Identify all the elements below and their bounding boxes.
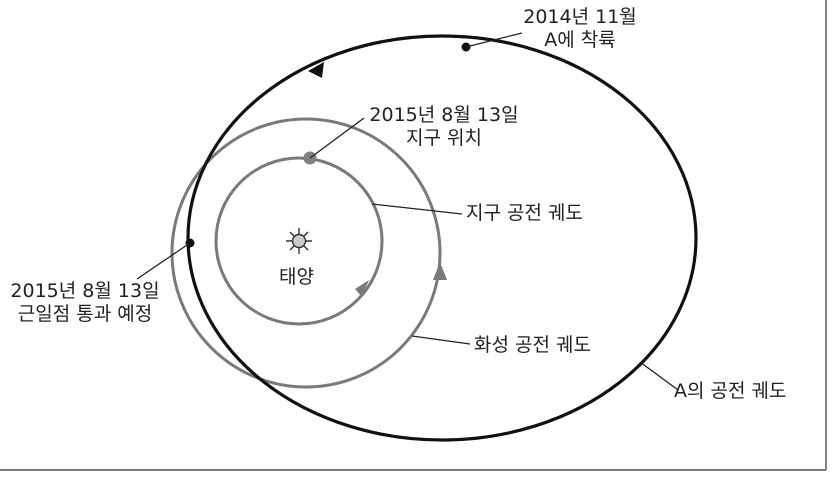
earth-position-label-line1: 2015년 8월 13일 bbox=[369, 104, 519, 126]
comet-orbit-arrow bbox=[308, 62, 324, 78]
perihelion-label-line2: 근일점 통과 예정 bbox=[17, 303, 153, 325]
landing-label-line2: A에 착륙 bbox=[544, 29, 616, 51]
earth-orbit-label: 지구 공전 궤도 bbox=[466, 202, 583, 224]
earth-orbit-leader bbox=[371, 203, 463, 215]
comet-a-orbit bbox=[186, 34, 698, 442]
landing-label-line1: 2014년 11월 bbox=[523, 6, 637, 28]
earth-position-label-line2: 지구 위치 bbox=[406, 127, 482, 149]
comet-orbit-leader bbox=[639, 361, 679, 391]
landing-leader bbox=[465, 32, 523, 48]
sun-icon bbox=[286, 228, 312, 254]
landing-label: 2014년 11월 A에 착륙 bbox=[520, 6, 640, 52]
mars-orbit-arrow bbox=[433, 262, 447, 280]
mars-orbit bbox=[170, 117, 442, 389]
mars-orbit-leader bbox=[411, 335, 471, 345]
mars-orbit-label: 화성 공전 궤도 bbox=[474, 334, 591, 356]
comet-orbit-label: A의 공전 궤도 bbox=[674, 380, 787, 402]
sun-label: 태양 bbox=[279, 266, 314, 288]
earth-position-label: 2015년 8월 13일 지구 위치 bbox=[360, 104, 528, 150]
earth-orbit-arrow bbox=[355, 280, 369, 297]
earth-position-leader bbox=[309, 117, 365, 159]
earth-orbit bbox=[214, 156, 384, 326]
perihelion-leader bbox=[136, 242, 191, 280]
perihelion-label: 2015년 8월 13일 근일점 통과 예정 bbox=[0, 280, 170, 326]
perihelion-label-line1: 2015년 8월 13일 bbox=[10, 280, 160, 302]
